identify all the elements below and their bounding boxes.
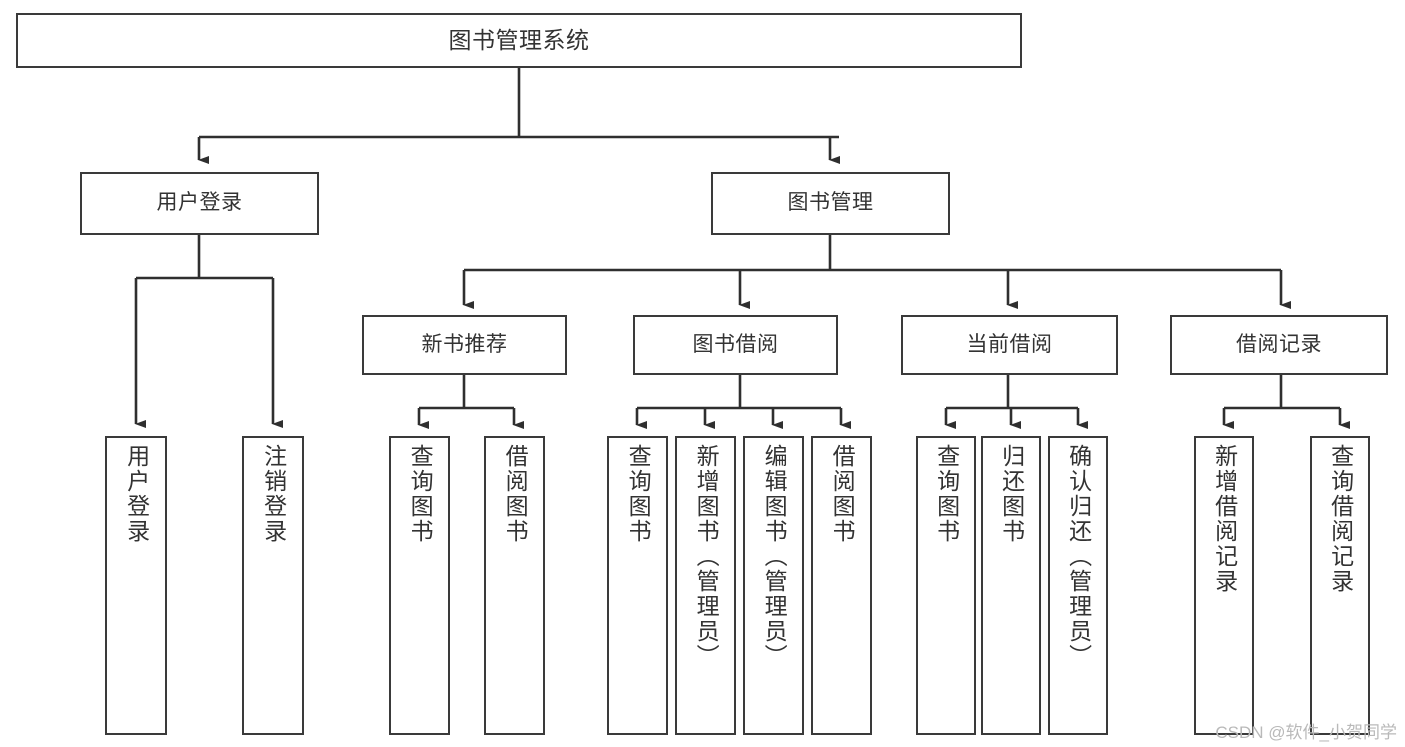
node-borrow-record[interactable]: 借阅记录 <box>1170 315 1388 375</box>
node-label: 归还图书 <box>998 444 1025 544</box>
leaf-borrow-lend-book[interactable]: 借阅图书 <box>811 436 872 735</box>
node-label: 用户登录 <box>123 444 150 544</box>
node-root-system[interactable]: 图书管理系统 <box>16 13 1022 68</box>
node-label: 借阅图书 <box>829 444 856 544</box>
leaf-current-return-book[interactable]: 归还图书 <box>981 436 1041 735</box>
leaf-borrow-add-book[interactable]: 新增图书（管理员） <box>675 436 736 735</box>
leaf-logout[interactable]: 注销登录 <box>242 436 304 735</box>
leaf-current-query-book[interactable]: 查询图书 <box>916 436 976 735</box>
node-label: 新增借阅记录 <box>1211 444 1238 594</box>
node-new-book-recommend[interactable]: 新书推荐 <box>362 315 567 375</box>
node-label: 新增图书（管理员） <box>693 444 720 669</box>
node-label: 借阅图书 <box>502 444 529 544</box>
node-user-login[interactable]: 用户登录 <box>80 172 319 235</box>
node-label: 借阅记录 <box>1236 332 1322 356</box>
node-label: 图书借阅 <box>692 332 779 356</box>
leaf-record-query[interactable]: 查询借阅记录 <box>1310 436 1370 735</box>
node-label: 确认归还（管理员） <box>1065 444 1092 669</box>
node-label: 查询借阅记录 <box>1327 444 1354 594</box>
node-label: 查询图书 <box>933 444 960 544</box>
node-label: 编辑图书（管理员） <box>761 444 788 669</box>
leaf-new-book-borrow[interactable]: 借阅图书 <box>484 436 545 735</box>
node-label: 查询图书 <box>625 444 652 544</box>
leaf-user-login[interactable]: 用户登录 <box>105 436 167 735</box>
node-label: 查询图书 <box>407 444 434 544</box>
node-label: 注销登录 <box>260 444 287 544</box>
node-label: 用户登录 <box>156 191 243 215</box>
node-label: 图书管理系统 <box>448 27 590 54</box>
node-current-borrow[interactable]: 当前借阅 <box>901 315 1118 375</box>
node-label: 新书推荐 <box>421 332 508 356</box>
node-book-manage[interactable]: 图书管理 <box>711 172 950 235</box>
csdn-watermark: CSDN @软件_小贺同学 <box>1215 723 1397 742</box>
leaf-current-confirm-return[interactable]: 确认归还（管理员） <box>1048 436 1108 735</box>
leaf-record-add[interactable]: 新增借阅记录 <box>1194 436 1254 735</box>
node-label: 图书管理 <box>787 191 874 215</box>
leaf-borrow-edit-book[interactable]: 编辑图书（管理员） <box>743 436 804 735</box>
leaf-new-book-query[interactable]: 查询图书 <box>389 436 450 735</box>
node-label: 当前借阅 <box>966 332 1053 356</box>
node-book-borrow[interactable]: 图书借阅 <box>633 315 838 375</box>
leaf-borrow-query-book[interactable]: 查询图书 <box>607 436 668 735</box>
